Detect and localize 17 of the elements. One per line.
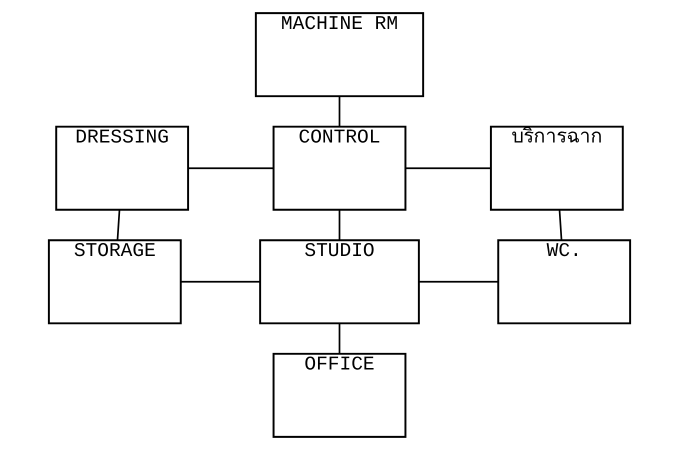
node-box: WC. <box>497 239 632 324</box>
connector <box>406 167 491 170</box>
connector <box>338 96 340 126</box>
node-box: DRESSING <box>55 126 190 211</box>
node-box: บริการฉาก <box>490 126 624 211</box>
connector <box>188 167 274 170</box>
connector <box>558 210 562 240</box>
node-box: OFFICE <box>272 352 406 438</box>
node-box: STUDIO <box>259 239 420 324</box>
connector <box>338 323 340 354</box>
node-box: CONTROL <box>272 126 406 211</box>
connector <box>116 210 120 240</box>
node-box: STORAGE <box>48 239 182 324</box>
node-box: MACHINE RM <box>254 12 424 98</box>
connector <box>418 280 498 283</box>
connector <box>181 280 260 283</box>
connector <box>338 210 340 240</box>
